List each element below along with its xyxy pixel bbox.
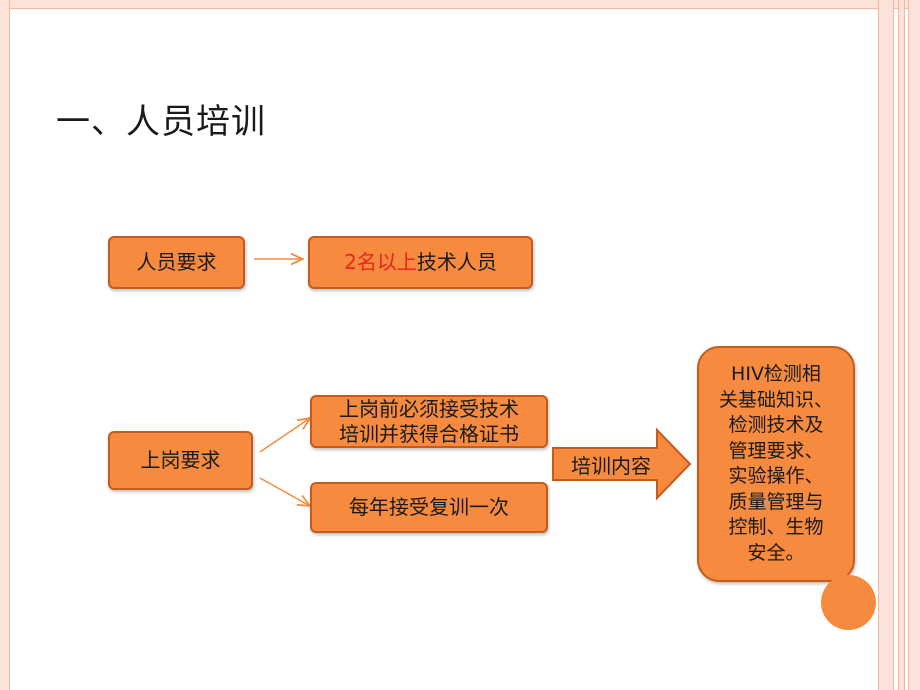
right-decor-stripe-1 xyxy=(878,0,894,690)
training-content-line: HIV检测相 xyxy=(731,363,821,385)
training-content-line: 安全。 xyxy=(747,541,805,564)
training-content-line: 管理要求、 xyxy=(728,439,824,462)
personnel-count-box: 2名以上技术人员 xyxy=(308,236,533,289)
annual-training-label: 每年接受复训一次 xyxy=(349,495,509,519)
left-decor-border xyxy=(0,0,10,690)
personnel-count-rest: 技术人员 xyxy=(416,250,497,274)
top-decor-border xyxy=(0,0,920,9)
personnel-requirement-label: 人员要求 xyxy=(136,250,217,274)
decorative-circle xyxy=(821,575,876,630)
pre-training-box: 上岗前必须接受技术 培训并获得合格证书 xyxy=(310,395,548,448)
right-decor-stripe-2 xyxy=(898,0,905,690)
page-title: 一、人员培训 xyxy=(56,102,266,142)
post-requirement-box: 上岗要求 xyxy=(108,431,253,490)
arrow-post-to-pretraining xyxy=(259,418,310,453)
annual-training-box: 每年接受复训一次 xyxy=(310,482,548,533)
personnel-requirement-box: 人员要求 xyxy=(108,236,245,289)
training-content-line: 实验操作、 xyxy=(728,465,824,487)
post-requirement-label: 上岗要求 xyxy=(140,448,221,472)
arrow-post-to-annual xyxy=(259,477,310,506)
personnel-count-highlight: 2名以上 xyxy=(344,250,417,274)
training-content-line: 检测技术及 xyxy=(728,414,824,436)
right-decor-stripe-3 xyxy=(908,0,920,690)
training-content-line: 控制、生物 xyxy=(728,516,824,538)
training-content-line: 质量管理与 xyxy=(728,490,824,513)
training-content-line: 关基础知识、 xyxy=(718,388,833,411)
training-content-box: HIV检测相 关基础知识、 检测技术及 管理要求、 实验操作、 质量管理与 控制… xyxy=(697,346,855,582)
training-content-arrow-label: 培训内容 xyxy=(571,453,651,478)
pre-training-line1: 上岗前必须接受技术 xyxy=(339,396,519,421)
pre-training-line2: 培训并获得合格证书 xyxy=(339,421,519,446)
